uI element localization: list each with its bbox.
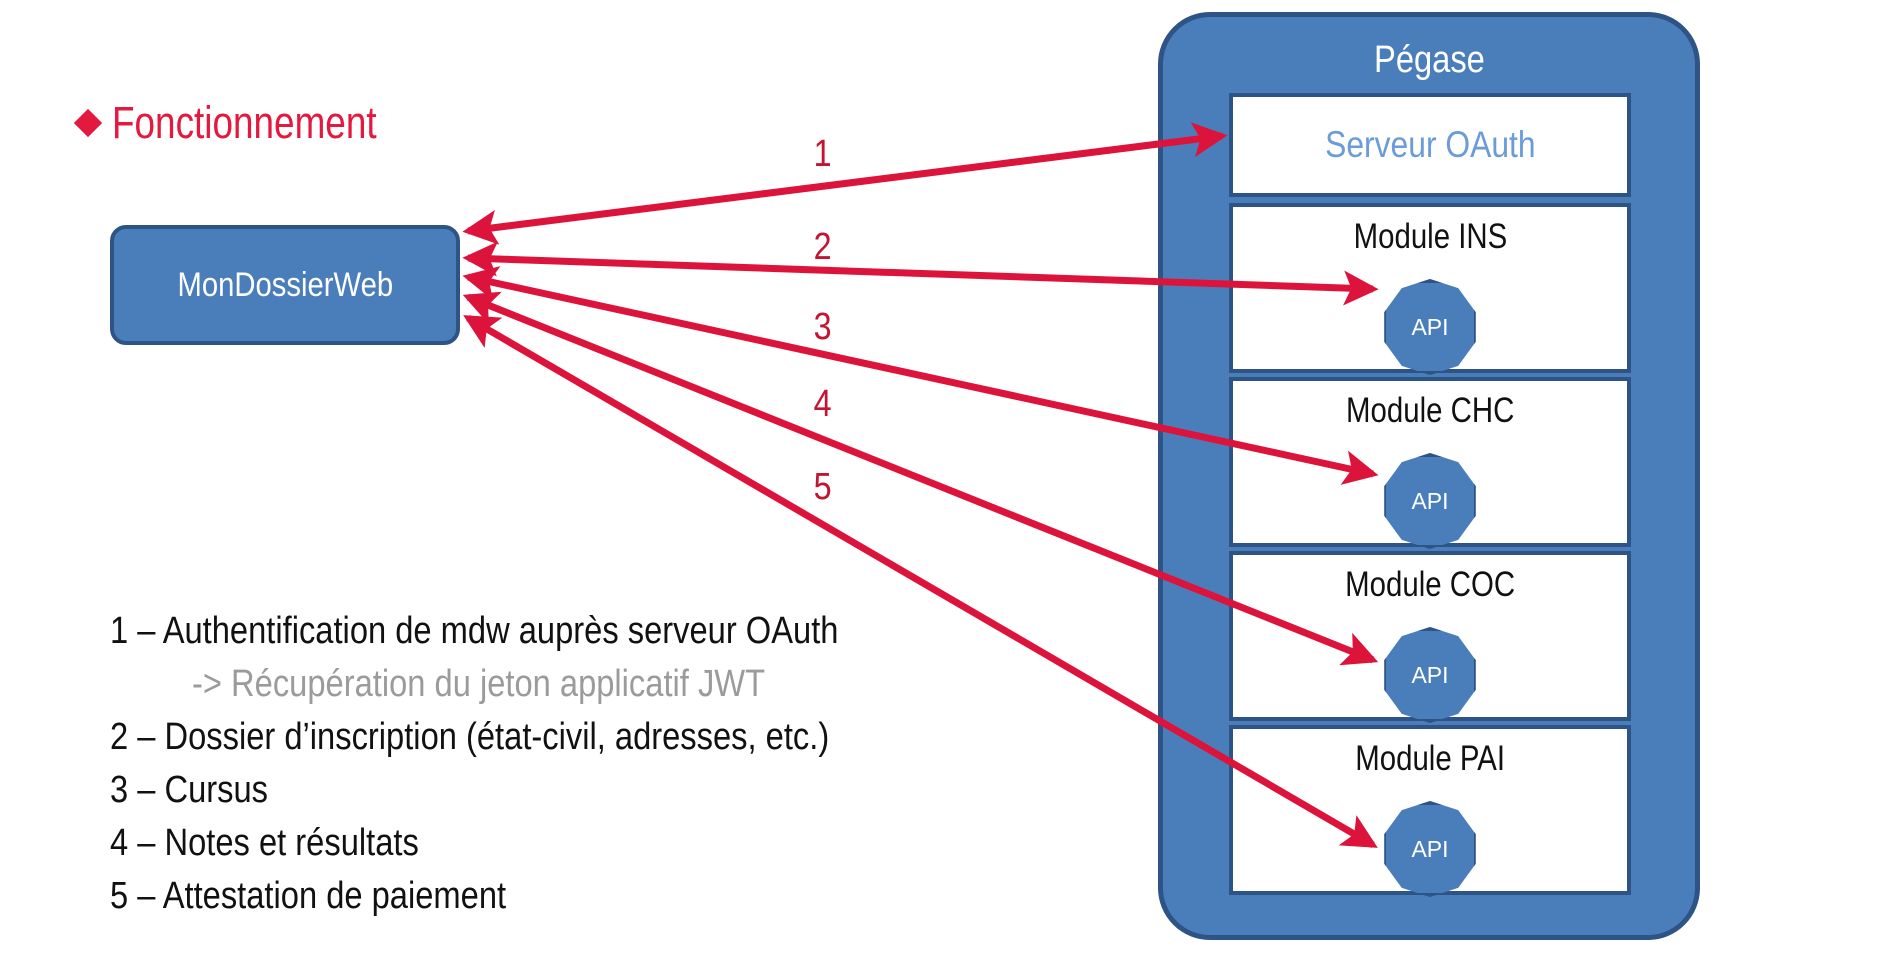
- legend-item-text: 3 – Cursus: [110, 769, 269, 811]
- api-badge-icon[interactable]: API: [1384, 801, 1476, 897]
- legend-item-text: 2 – Dossier d’inscription (état-civil, a…: [110, 716, 830, 758]
- container-pegase: Pégase Serveur OAuth Module INS API Modu…: [1158, 12, 1700, 940]
- legend-item: 2 – Dossier d’inscription (état-civil, a…: [110, 711, 957, 764]
- module-title-text: Module PAI: [1355, 739, 1505, 778]
- module-title-text: Module INS: [1353, 217, 1507, 256]
- module-title: Module INS: [1233, 217, 1627, 257]
- node-module-pai[interactable]: Module PAI API: [1229, 725, 1631, 897]
- legend-item: 5 – Attestation de paiement: [110, 870, 957, 923]
- api-badge-icon[interactable]: API: [1384, 279, 1476, 375]
- api-badge-icon[interactable]: API: [1384, 627, 1476, 723]
- legend-item: 1 – Authentification de mdw auprès serve…: [110, 605, 957, 658]
- legend-item-text: 4 – Notes et résultats: [110, 822, 419, 864]
- legend-item: 3 – Cursus: [110, 764, 957, 817]
- diamond-bullet-icon: [73, 108, 103, 137]
- node-module-chc[interactable]: Module CHC API: [1229, 377, 1631, 549]
- api-badge-label: API: [1411, 835, 1449, 862]
- api-badge-label: API: [1411, 661, 1449, 688]
- flow-number-2: 2: [813, 226, 832, 268]
- node-serveur-oauth-label: Serveur OAuth: [1324, 124, 1536, 165]
- page-title-text: Fonctionnement: [112, 97, 377, 148]
- node-serveur-oauth[interactable]: Serveur OAuth: [1229, 93, 1631, 197]
- legend-item-text: 1 – Authentification de mdw auprès serve…: [110, 610, 839, 652]
- module-title: Module COC: [1233, 565, 1627, 605]
- legend-item-text: 5 – Attestation de paiement: [110, 875, 507, 917]
- module-title-text: Module COC: [1345, 565, 1515, 604]
- legend-item: 4 – Notes et résultats: [110, 817, 957, 870]
- container-pegase-title: Pégase: [1163, 39, 1695, 82]
- flow-number-1: 1: [813, 133, 832, 175]
- module-title: Module PAI: [1233, 739, 1627, 779]
- node-mondossierweb[interactable]: MonDossierWeb: [110, 225, 460, 345]
- node-module-coc[interactable]: Module COC API: [1229, 551, 1631, 723]
- flow-arrow-1: [462, 122, 1228, 245]
- api-badge-label: API: [1411, 487, 1449, 514]
- module-title-text: Module CHC: [1345, 391, 1515, 430]
- legend-item-text: -> Récupération du jeton applicatif JWT: [192, 663, 766, 705]
- node-module-ins[interactable]: Module INS API: [1229, 203, 1631, 375]
- flow-number-4: 4: [813, 383, 832, 425]
- node-mondossierweb-label: MonDossierWeb: [177, 265, 393, 304]
- api-badge-icon[interactable]: API: [1384, 453, 1476, 549]
- api-badge-label: API: [1411, 313, 1449, 340]
- container-pegase-title-text: Pégase: [1373, 39, 1485, 81]
- legend-item-sub: -> Récupération du jeton applicatif JWT: [110, 658, 957, 711]
- module-title: Module CHC: [1233, 391, 1627, 431]
- flow-number-3: 3: [813, 306, 832, 348]
- page-title: Fonctionnement: [73, 97, 435, 148]
- legend-list: 1 – Authentification de mdw auprès serve…: [110, 605, 957, 923]
- flow-number-5: 5: [813, 466, 832, 508]
